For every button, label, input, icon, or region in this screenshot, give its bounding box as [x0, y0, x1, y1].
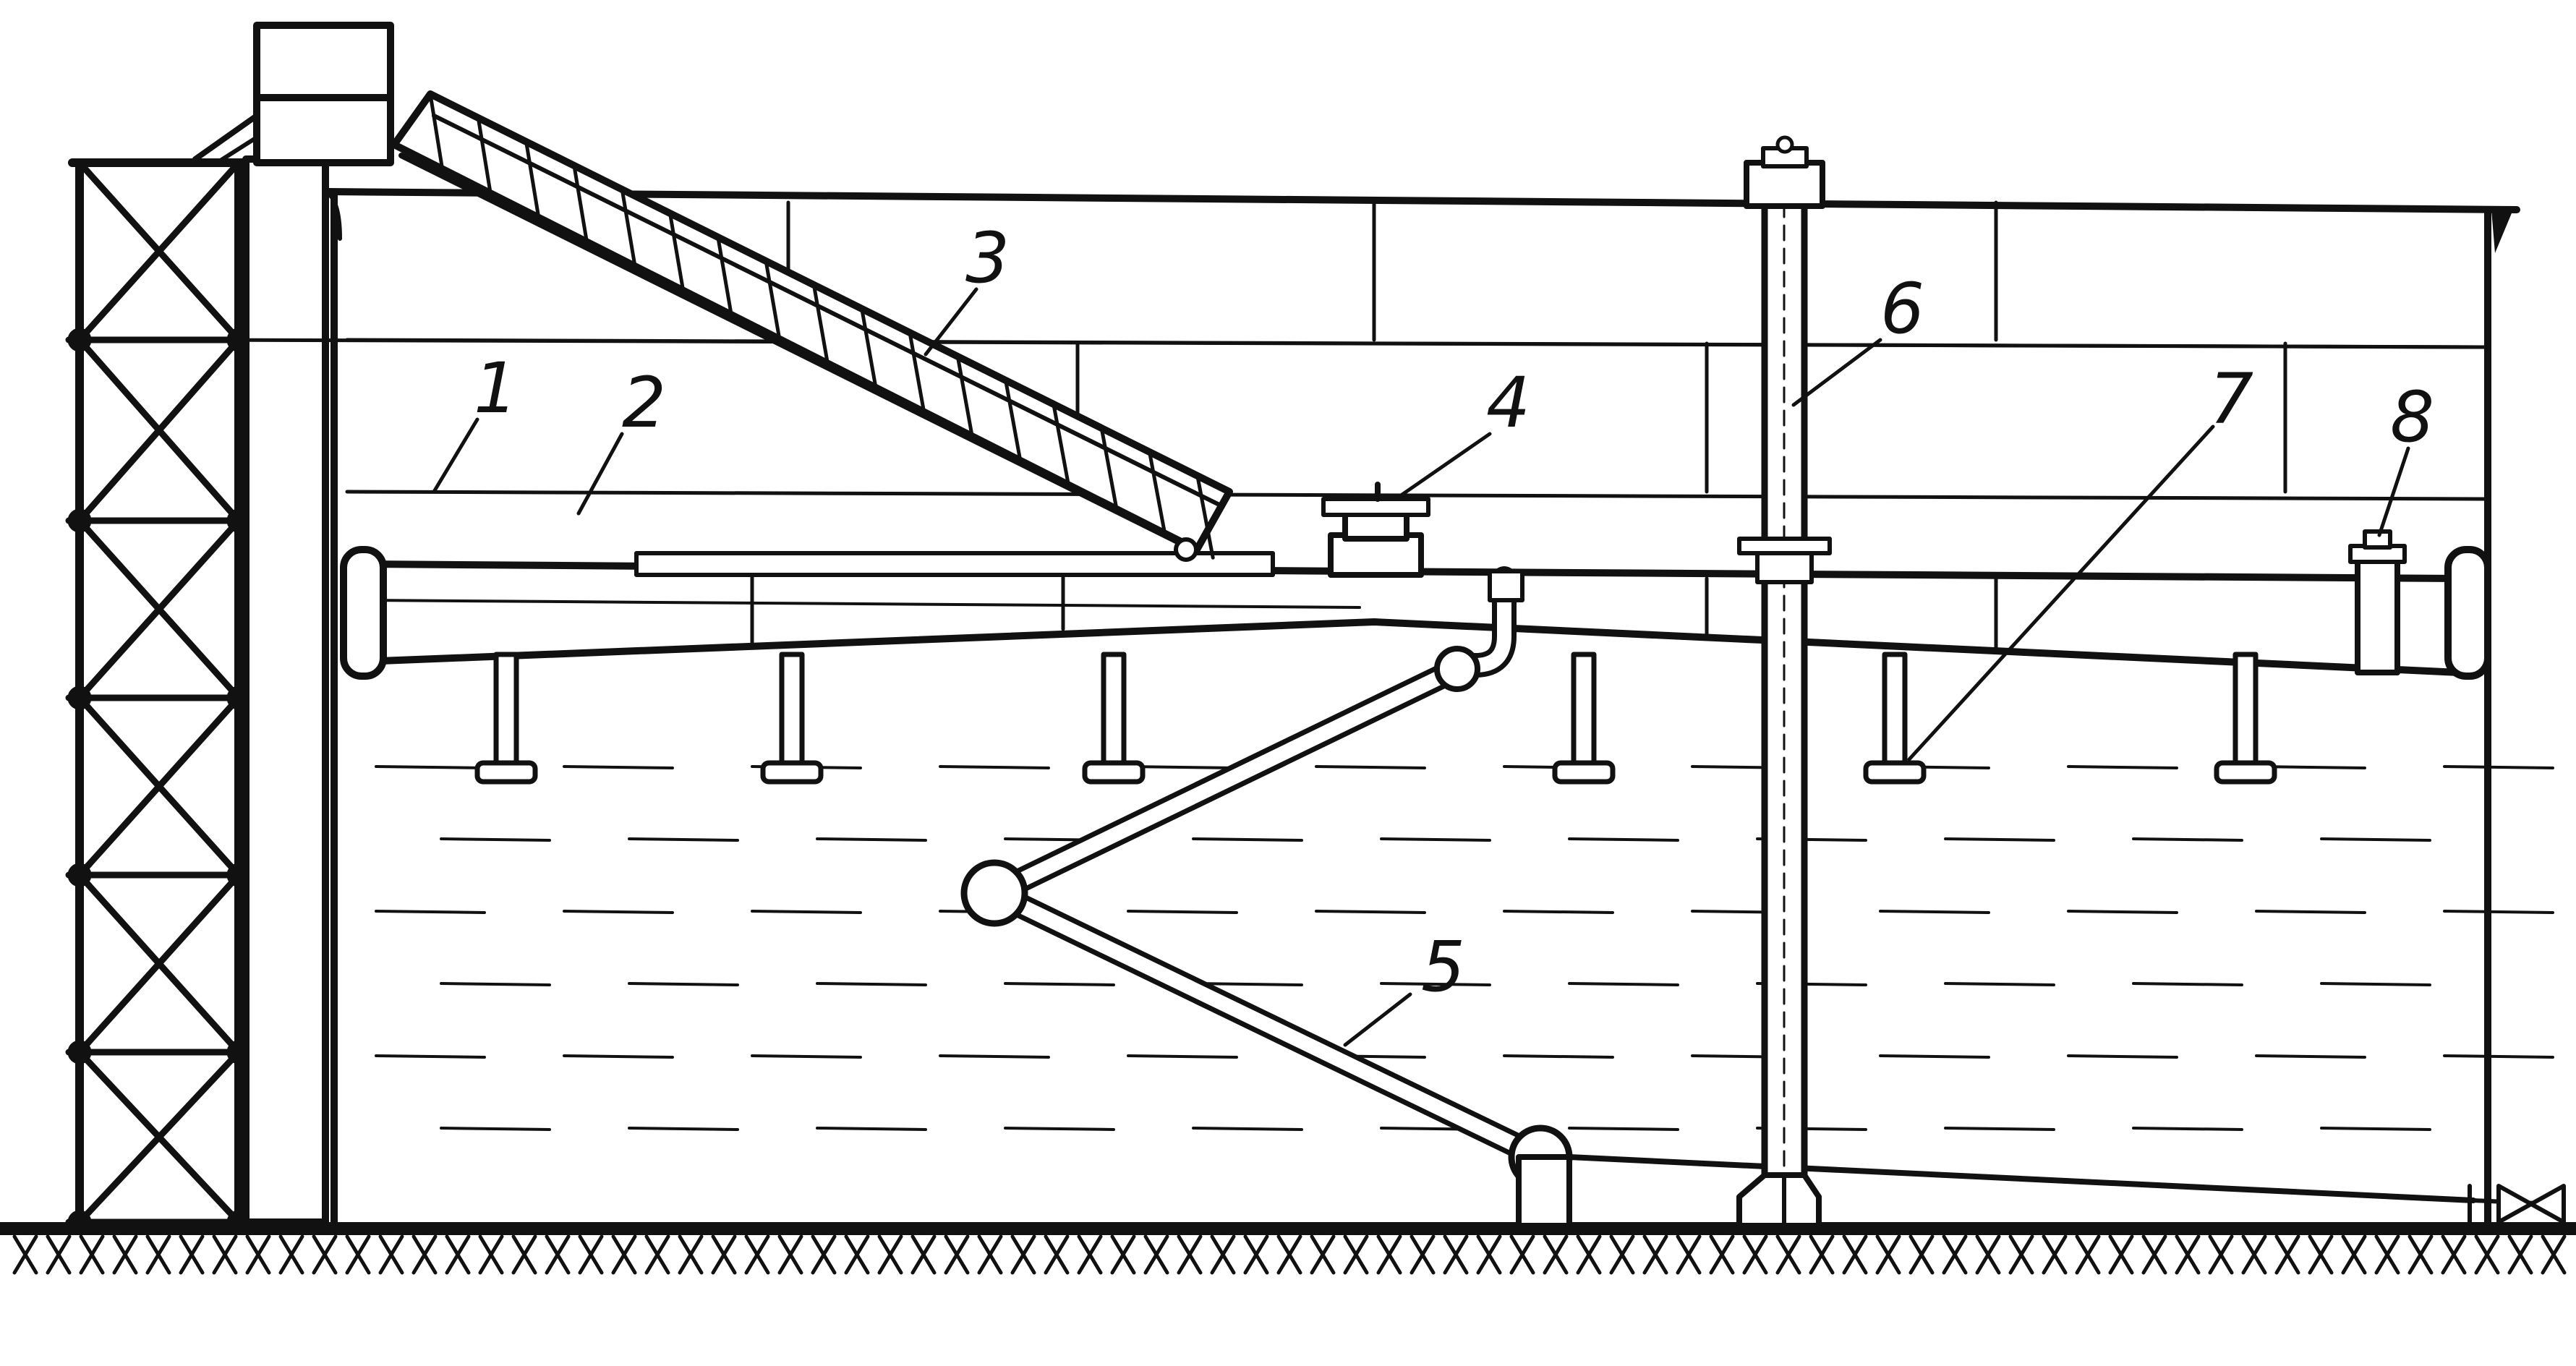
callout-label-7: 7	[2209, 359, 2253, 440]
callout-label-4: 4	[1486, 362, 1530, 443]
roof-vent	[1321, 482, 1430, 578]
back-wall-masonry	[200, 200, 2490, 501]
tank-walls	[315, 188, 2520, 1233]
callout-label-6: 6	[1880, 268, 1924, 349]
callout-label-8: 8	[2390, 377, 2434, 458]
callout-label-5: 5	[1421, 926, 1465, 1007]
articulated-drain-pipe	[960, 566, 2566, 1229]
inclined-conveyor	[391, 90, 1233, 562]
guide-column	[1736, 135, 1832, 1229]
lattice-tower	[65, 158, 265, 1234]
callout-leaders	[432, 287, 2410, 1047]
callout-label-1: 1	[474, 348, 518, 429]
main-column	[192, 22, 394, 1226]
callout-label-3: 3	[965, 218, 1010, 299]
callout-labels: 1 2 3 4 5 6 7 8	[474, 218, 2434, 1007]
support-legs	[474, 652, 2277, 785]
ground-hatching	[12, 1234, 2567, 1275]
callout-label-2: 2	[622, 362, 666, 443]
breather-valve	[2348, 529, 2407, 675]
